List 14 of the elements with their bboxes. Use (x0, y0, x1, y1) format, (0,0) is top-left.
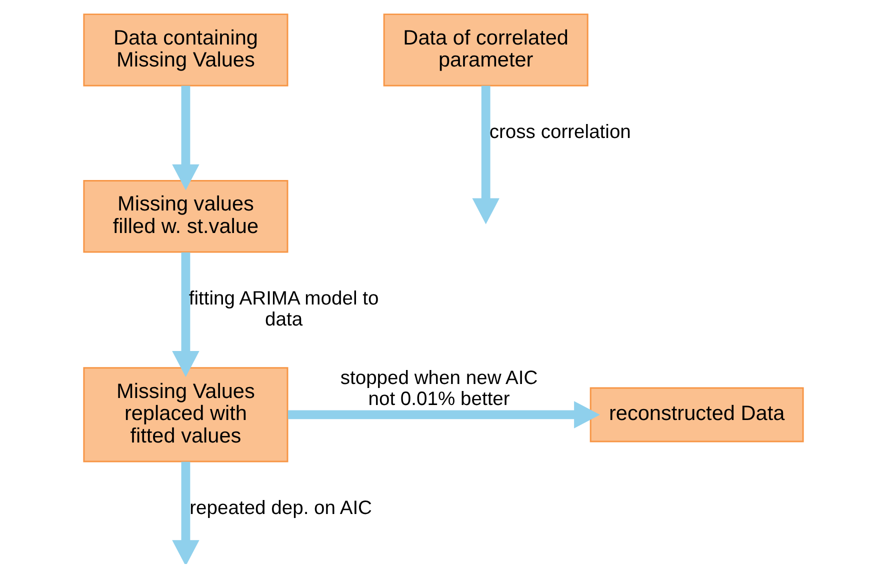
node-box: Data containing Missing Values (82, 14, 288, 86)
node-box: Data of correlated parameter (382, 14, 588, 86)
edge-label: fitting ARIMA model to data (188, 288, 378, 330)
node-box: Missing values filled w. st.value (82, 180, 288, 253)
arrow (172, 462, 199, 564)
edge-label: cross correlation (488, 122, 630, 144)
arrow (172, 86, 199, 190)
edge-label: repeated dep. on AIC (189, 498, 372, 520)
edge-label: stopped when new AIC not 0.01% better (340, 368, 538, 410)
node-box: reconstructed Data (589, 387, 804, 442)
arrow (472, 86, 499, 224)
node-box: Missing Values replaced with fitted values (82, 367, 288, 462)
arrow (287, 401, 600, 428)
arrow (172, 252, 199, 377)
